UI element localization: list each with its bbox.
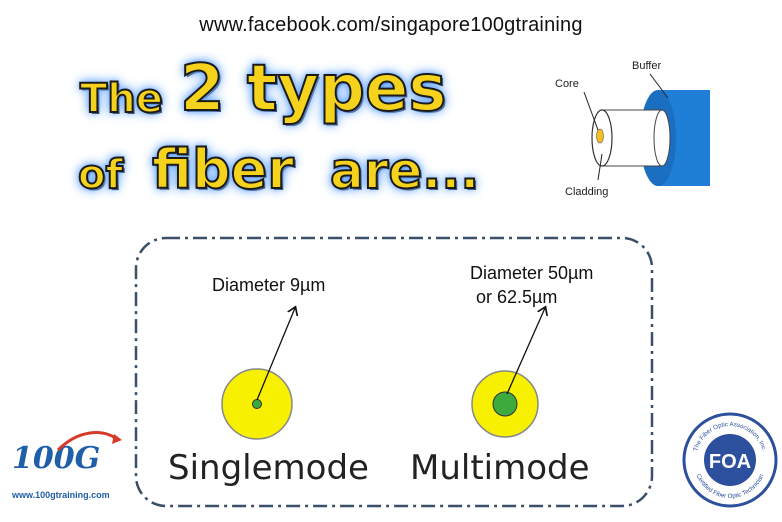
buffer-label: Buffer xyxy=(632,60,662,72)
100g-mark: 100G xyxy=(12,441,100,476)
cladding-leader-line xyxy=(597,153,603,181)
headline-two-types: 2 types xyxy=(179,51,447,127)
fiber-types-frame xyxy=(134,236,654,508)
foa-abbr: FOA xyxy=(709,451,751,473)
singlemode-label: Singlemode xyxy=(168,448,369,488)
cladding-layer xyxy=(591,109,671,167)
multimode-diameter-line1: Diameter 50µm xyxy=(470,263,594,283)
headline-of: of xyxy=(77,151,124,199)
foa-badge: FOA The Fiber Optic Association, Inc. Ce… xyxy=(682,412,778,508)
multimode-label: Multimode xyxy=(410,448,590,488)
core-label: Core xyxy=(555,78,579,90)
100g-logo: 100G xyxy=(12,431,122,476)
100g-website: www.100gtraining.com xyxy=(12,490,110,500)
multimode-diameter-line2: or 62.5µm xyxy=(476,287,558,307)
headline-the: The xyxy=(79,75,164,123)
core-leader-line xyxy=(583,91,599,131)
singlemode-core xyxy=(252,399,262,409)
singlemode-arrow xyxy=(256,308,295,401)
multimode-fiber xyxy=(471,300,565,438)
core-dot xyxy=(596,128,604,144)
multimode-core xyxy=(492,391,518,417)
buffer-leader-line xyxy=(649,73,669,99)
facebook-url: www.facebook.com/singapore100gtraining xyxy=(199,14,583,36)
multimode-arrow xyxy=(506,308,545,395)
singlemode-diameter: Diameter 9µm xyxy=(212,275,326,295)
singlemode-fiber xyxy=(221,300,305,440)
swoosh-arrowhead-icon xyxy=(112,434,122,444)
headline-fiber: fiber xyxy=(151,137,295,202)
fiber-structure-diagram xyxy=(583,73,710,186)
headline-are: are... xyxy=(329,141,480,201)
cladding-label: Cladding xyxy=(565,186,609,198)
